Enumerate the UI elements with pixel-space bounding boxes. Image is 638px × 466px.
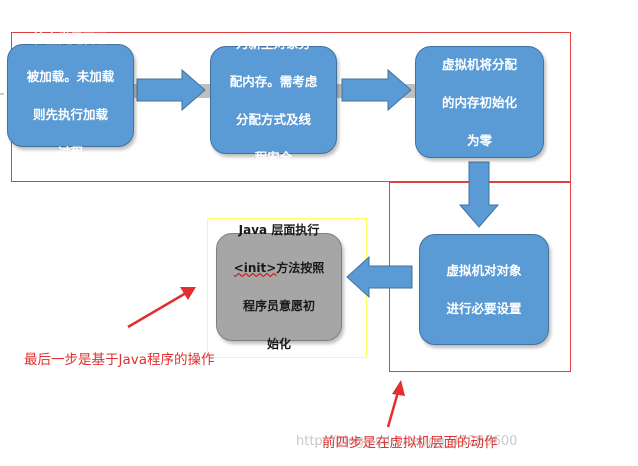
step1-line-2: 被加载。未加载 — [26, 69, 115, 84]
pointer-last-step — [127, 291, 187, 329]
arrow-step2-to-step3 — [341, 68, 412, 112]
step1-line-3: 则先执行加载 — [32, 107, 108, 122]
step2-line-3: 分配方式及线 — [235, 111, 311, 127]
arrow-step3-to-step4 — [458, 161, 500, 228]
arrow-step1-to-step2 — [136, 68, 206, 112]
pointer-last-step-head — [180, 287, 196, 300]
step3-line-1: 虚拟机将分配 — [441, 56, 517, 72]
step5-line-2-rest: 方法按照 — [276, 260, 325, 275]
step2-line-2: 配内存。需考虑 — [229, 73, 318, 89]
step-zero-init-memory: 虚拟机将分配 的内存初始化 为零 — [415, 46, 544, 158]
step2-line-4: 程安全 — [254, 149, 293, 165]
step-set-object-header: 虚拟机对对象 进行必要设置 — [419, 234, 549, 345]
step1-line-4: 过程 — [57, 145, 83, 160]
arrow-step4-to-step5 — [346, 255, 413, 299]
pointer-first-four-head — [392, 380, 405, 396]
step1-line-1: 检查类是否已 — [32, 31, 108, 46]
watermark: http://blog.csdn.net/qq_41285600 — [296, 434, 518, 449]
step5-line-4: 始化 — [266, 336, 291, 351]
step3-line-2: 的内存初始化 — [441, 94, 517, 110]
step4-line-1: 虚拟机对对象 — [446, 263, 522, 278]
first-four-steps-note: 前四步是在虚拟机层面的动作 — [322, 435, 498, 451]
step3-line-3: 为零 — [466, 132, 492, 148]
step5-line-3: 程序员意愿初 — [242, 298, 315, 313]
step-java-init-method: Java 层面执行 <init>方法按照 程序员意愿初 始化 — [216, 223, 342, 351]
step5-line-2: <init>方法按照 — [234, 259, 325, 278]
init-method-token: <init> — [233, 260, 277, 275]
step5-line-1: Java 层面执行 — [238, 222, 320, 237]
step-allocate-memory: 为新生对象分 配内存。需考虑 分配方式及线 程安全 — [210, 36, 337, 165]
step2-line-1: 为新生对象分 — [235, 35, 311, 51]
step-check-class-loaded: 检查类是否已 被加载。未加载 则先执行加载 过程 — [7, 31, 134, 160]
pointer-first-four — [386, 391, 400, 428]
last-step-note: 最后一步是基于Java程序的操作 — [24, 352, 215, 368]
step4-line-2: 进行必要设置 — [446, 301, 522, 316]
